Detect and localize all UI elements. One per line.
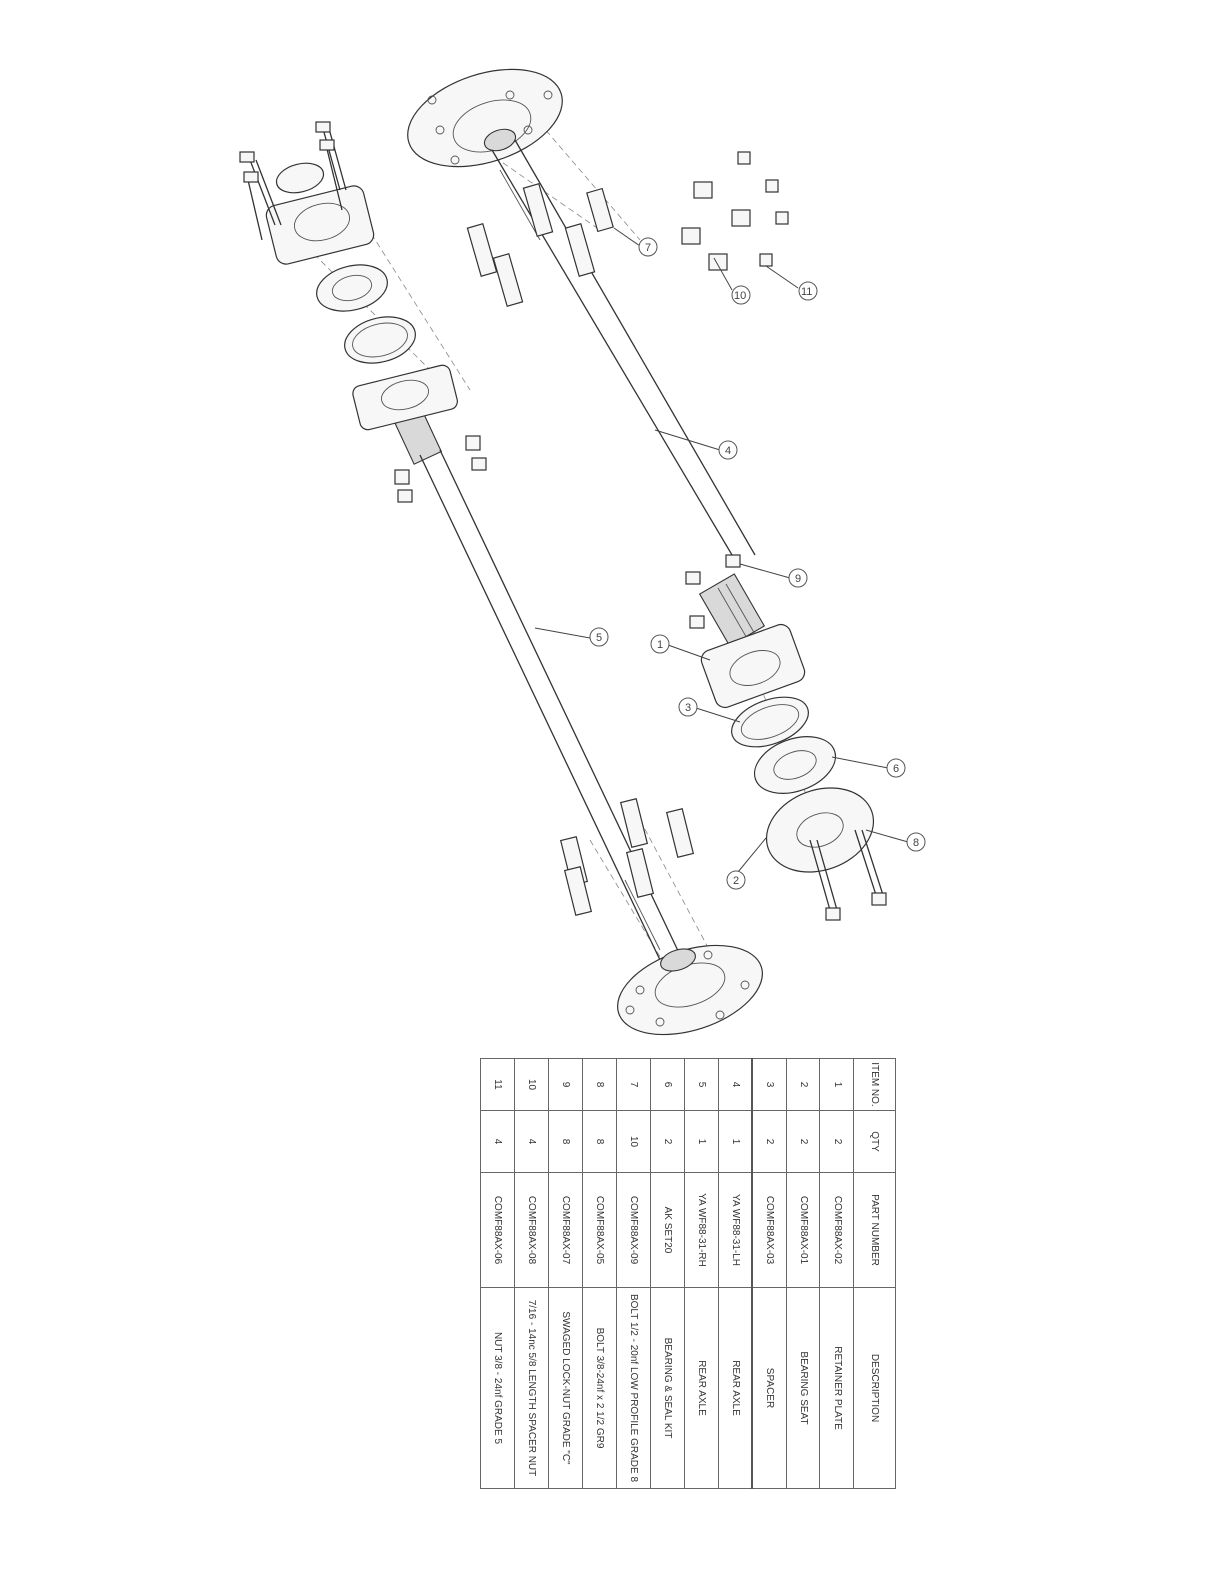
item-no: 7 [616, 1058, 651, 1111]
part-number: COMF88AX-07 [548, 1172, 583, 1288]
qty: 8 [548, 1110, 583, 1173]
rear-axle-rh [394, 409, 763, 1036]
table-row: 7 10 COMF88AX-09 BOLT 1/2 - 20nf LOW PRO… [616, 1058, 651, 1489]
part-number: YA WF88-31-LH [718, 1172, 753, 1288]
part-number: COMF88AX-03 [752, 1172, 787, 1288]
lower-right-hub-stack [685, 554, 887, 921]
svg-text:3: 3 [685, 702, 691, 714]
part-number: COMF88AX-01 [786, 1172, 820, 1288]
rear-axle-lh [407, 68, 766, 647]
balloon-6: 6 [886, 758, 906, 778]
description: REAR AXLE [684, 1287, 719, 1489]
svg-text:4: 4 [725, 445, 731, 457]
bom-header-qty: QTY [853, 1110, 896, 1173]
part-number: COMF88AX-05 [582, 1172, 617, 1288]
description: BOLT 3/8-24nf x 2 1/2 GR9 [582, 1287, 617, 1489]
svg-text:11: 11 [801, 286, 812, 298]
description: BEARING SEAT [786, 1287, 820, 1489]
qty: 2 [786, 1110, 820, 1173]
description: SPACER [752, 1287, 787, 1489]
balloon-1: 1 [650, 634, 670, 654]
bom-header-desc: DESCRIPTION [853, 1287, 896, 1489]
table-row: 9 8 COMF88AX-07 SWAGED LOCK-NUT GRADE "C… [548, 1058, 583, 1489]
description: BEARING & SEAL KIT [650, 1287, 685, 1489]
qty: 1 [684, 1110, 719, 1173]
qty: 4 [514, 1110, 549, 1173]
svg-text:1: 1 [657, 639, 663, 651]
svg-text:6: 6 [893, 763, 899, 775]
upper-left-hub-stack [239, 121, 487, 503]
balloon-3: 3 [678, 697, 698, 717]
qty: 4 [480, 1110, 515, 1173]
table-row: 5 1 YA WF88-31-RH REAR AXLE [684, 1058, 719, 1489]
bom-header-part: PART NUMBER [853, 1172, 896, 1288]
item-no: 10 [514, 1058, 549, 1111]
bolts-top [466, 183, 614, 307]
table-row: 1 2 COMF88AX-02 RETAINER PLATE [819, 1058, 854, 1489]
table-row: 4 1 YA WF88-31-LH REAR AXLE [718, 1058, 753, 1489]
item-no: 4 [718, 1058, 753, 1111]
item-no: 8 [582, 1058, 617, 1111]
item-no: 2 [786, 1058, 820, 1111]
bolts-bottom [559, 798, 695, 916]
balloon-8: 8 [906, 832, 926, 852]
table-row: 8 8 COMF88AX-05 BOLT 3/8-24nf x 2 1/2 GR… [582, 1058, 617, 1489]
description: REAR AXLE [718, 1287, 753, 1489]
item-no: 9 [548, 1058, 583, 1111]
table-row: 6 2 AK SET20 BEARING & SEAL KIT [650, 1058, 685, 1489]
nuts-cluster [681, 151, 789, 271]
item-no: 3 [752, 1058, 787, 1111]
description: 7/16 - 14nc 5/8 LENGTH SPACER NUT [514, 1287, 549, 1489]
balloon-5: 5 [589, 627, 609, 647]
balloon-10: 10 [731, 285, 751, 305]
description: BOLT 1/2 - 20nf LOW PROFILE GRADE 8 [616, 1287, 651, 1489]
balloon-7: 7 [638, 237, 658, 257]
qty: 2 [650, 1110, 685, 1173]
table-row: 11 4 COMF88AX-06 NUT 3/8 - 24nf GRADE 5 [480, 1058, 515, 1489]
qty: 2 [819, 1110, 854, 1173]
item-no: 6 [650, 1058, 685, 1111]
balloon-2: 2 [726, 870, 746, 890]
qty: 1 [718, 1110, 753, 1173]
bom-table-container: ITEM NO. QTY PART NUMBER DESCRIPTION 1 2… [480, 1058, 896, 1489]
part-number: AK SET20 [650, 1172, 685, 1288]
qty: 2 [752, 1110, 787, 1173]
part-number: COMF88AX-09 [616, 1172, 651, 1288]
qty: 10 [616, 1110, 651, 1173]
qty: 8 [582, 1110, 617, 1173]
svg-text:9: 9 [795, 573, 801, 585]
svg-text:7: 7 [645, 242, 651, 254]
description: SWAGED LOCK-NUT GRADE "C" [548, 1287, 583, 1489]
table-row: 3 2 COMF88AX-03 SPACER [752, 1058, 787, 1489]
item-no: 5 [684, 1058, 719, 1111]
balloon-4: 4 [718, 440, 738, 460]
item-no: 1 [819, 1058, 854, 1111]
svg-text:2: 2 [733, 875, 739, 887]
leader-lines [534, 227, 909, 873]
exploded-assembly-drawing: 1 2 3 4 5 6 7 8 9 10 11 [239, 68, 926, 1036]
svg-text:10: 10 [734, 290, 746, 302]
item-no: 11 [480, 1058, 515, 1111]
bom-table: ITEM NO. QTY PART NUMBER DESCRIPTION 1 2… [480, 1058, 896, 1489]
bom-header-row: ITEM NO. QTY PART NUMBER DESCRIPTION [853, 1058, 896, 1489]
part-number: COMF88AX-06 [480, 1172, 515, 1288]
description: RETAINER PLATE [819, 1287, 854, 1489]
svg-text:8: 8 [913, 837, 919, 849]
svg-text:5: 5 [596, 632, 602, 644]
description: NUT 3/8 - 24nf GRADE 5 [480, 1287, 515, 1489]
table-row: 2 2 COMF88AX-01 BEARING SEAT [786, 1058, 820, 1489]
balloon-9: 9 [788, 568, 808, 588]
bom-header-item: ITEM NO. [853, 1058, 896, 1111]
part-number: COMF88AX-02 [819, 1172, 854, 1288]
part-number: COMF88AX-08 [514, 1172, 549, 1288]
part-number: YA WF88-31-RH [684, 1172, 719, 1288]
table-row: 10 4 COMF88AX-08 7/16 - 14nc 5/8 LENGTH … [514, 1058, 549, 1489]
balloon-11: 11 [798, 281, 818, 301]
